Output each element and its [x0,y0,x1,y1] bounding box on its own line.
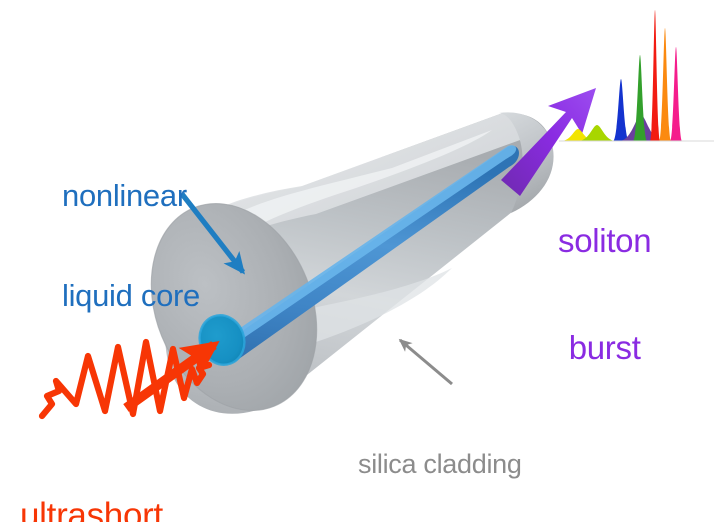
spectrum-peak-green-tall [633,55,647,141]
core-annotation-arrow [179,192,246,275]
cladding-annotation-arrow [398,338,453,386]
pulse-input-arrow [123,341,220,412]
spectrum-peak-orange-tall [659,28,671,141]
spectrum-peak-blue [613,79,629,141]
cladding-glass-sheen [236,130,492,236]
pulse-oscillation [38,338,213,420]
nonlinear-liquid-core [198,145,519,366]
spectrum-peak-yellow-green-broad [578,125,616,141]
label-nonlinear-liquid-core: nonlinear liquid core [62,112,200,380]
label-ultrashort-pulse: ultrashort pulse [20,421,163,522]
label-soliton-line2: burst [568,329,641,367]
label-silica-cladding: silica cladding [358,392,522,522]
label-nonlinear-line1: nonlinear [62,177,187,213]
ultrashort-pulse-wavepacket [38,338,213,420]
spectrum-peak-magenta-tall [670,47,682,141]
label-pulse-line1: ultrashort [20,495,163,522]
spectrum-peak-red-tallest [650,10,660,141]
label-soliton-line1: soliton [558,222,652,260]
core-highlight-stripe [220,145,517,350]
label-soliton-burst: soliton burst [558,152,652,437]
soliton-burst-spectrum [559,10,714,142]
label-nonlinear-line2: liquid core [62,278,201,314]
label-cladding-line1: silica cladding [358,449,522,480]
soliton-output-arrow [501,88,596,196]
